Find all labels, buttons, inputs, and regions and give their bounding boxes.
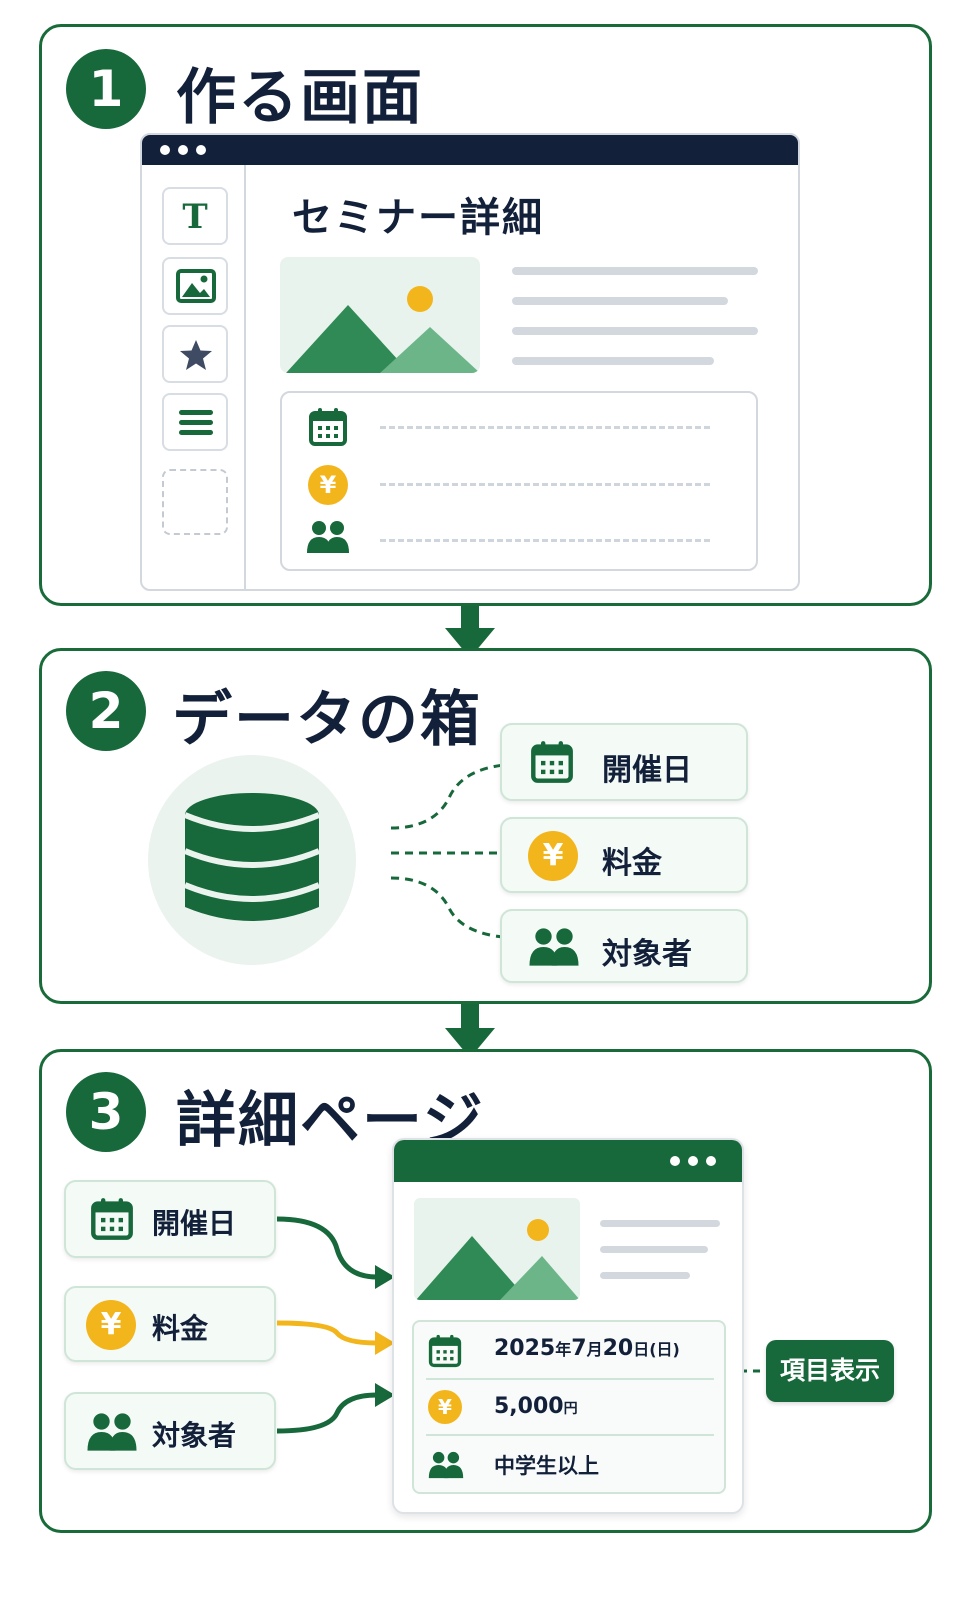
people-icon xyxy=(428,1451,464,1479)
editor-titlebar xyxy=(142,135,798,165)
step2-panel: 2 データの箱 開催日 ¥ 料金 xyxy=(39,648,932,1004)
image-tool-button[interactable] xyxy=(162,257,228,315)
yen-icon: ¥ xyxy=(308,465,348,505)
field-chip-date: 開催日 xyxy=(64,1180,276,1258)
star-icon xyxy=(180,340,212,370)
text-tool-button[interactable]: T xyxy=(162,187,228,245)
step3-number-badge: 3 xyxy=(66,1072,146,1152)
field-chip-audience: 対象者 xyxy=(500,909,748,983)
text-placeholder-line xyxy=(512,327,758,335)
detail-audience-value: 中学生以上 xyxy=(494,1454,599,1478)
window-dot xyxy=(706,1156,716,1166)
step1-panel: 1 作る画面 T xyxy=(39,24,932,606)
detail-page-window: 2025年7月20日(日) ¥ 5,000円 中学生以上 xyxy=(392,1138,744,1514)
step2-number-badge: 2 xyxy=(66,671,146,751)
date-weekday: (日) xyxy=(649,1340,680,1359)
field-label: 対象者 xyxy=(152,1419,237,1452)
step3-panel: 3 詳細ページ 開催日 ¥ 料金 対象者 xyxy=(39,1049,932,1533)
date-month-unit: 月 xyxy=(586,1340,603,1359)
calendar-icon xyxy=(531,741,573,783)
window-dot xyxy=(160,145,170,155)
field-placeholder-line xyxy=(380,483,710,486)
text-placeholder-line xyxy=(600,1220,720,1227)
field-chip-price: ¥ 料金 xyxy=(500,817,748,893)
mountain-image-icon xyxy=(286,286,480,373)
text-placeholder-line xyxy=(512,267,758,275)
field-label: 対象者 xyxy=(602,937,692,972)
people-icon xyxy=(87,1413,137,1451)
calendar-icon xyxy=(428,1334,462,1368)
date-day: 20 xyxy=(602,1336,634,1361)
hero-image-placeholder xyxy=(414,1198,580,1300)
mountain-image-icon xyxy=(416,1219,580,1300)
detail-price-value: 5,000円 xyxy=(494,1394,578,1419)
field-chip-audience: 対象者 xyxy=(64,1392,276,1470)
editor-sidebar: T xyxy=(142,165,246,589)
detail-titlebar xyxy=(394,1140,742,1182)
field-chip-price: ¥ 料金 xyxy=(64,1286,276,1362)
date-year-unit: 年 xyxy=(555,1340,572,1359)
date-year: 2025 xyxy=(494,1336,556,1361)
date-month: 7 xyxy=(571,1336,587,1361)
text-tool-icon: T xyxy=(182,197,208,237)
empty-tool-slot[interactable] xyxy=(162,469,228,535)
detail-divider xyxy=(426,1378,714,1380)
window-dot xyxy=(670,1156,680,1166)
yen-icon: ¥ xyxy=(86,1300,136,1350)
text-placeholder-line xyxy=(600,1272,690,1279)
field-placeholder-line xyxy=(380,539,710,542)
window-dot xyxy=(196,145,206,155)
yen-icon: ¥ xyxy=(528,831,578,881)
field-label: 料金 xyxy=(602,846,662,881)
star-tool-button[interactable] xyxy=(162,325,228,383)
detail-date-value: 2025年7月20日(日) xyxy=(494,1336,680,1361)
field-placeholder-card: ¥ xyxy=(280,391,758,571)
people-icon xyxy=(307,521,349,553)
calendar-icon xyxy=(91,1198,133,1240)
yen-icon: ¥ xyxy=(428,1390,462,1424)
text-placeholder-line xyxy=(600,1246,708,1253)
price-unit: 円 xyxy=(563,1401,578,1417)
people-icon xyxy=(529,928,579,966)
field-chip-date: 開催日 xyxy=(500,723,748,801)
hero-image-placeholder xyxy=(280,257,480,373)
field-label: 開催日 xyxy=(152,1207,237,1240)
text-placeholder-line xyxy=(512,297,728,305)
window-dot xyxy=(688,1156,698,1166)
image-icon xyxy=(176,269,216,303)
connector-lines xyxy=(390,757,530,945)
calendar-icon xyxy=(309,408,347,446)
database-icon xyxy=(183,793,321,921)
date-day-unit: 日 xyxy=(633,1340,650,1359)
step2-title: データの箱 xyxy=(172,685,482,755)
list-icon xyxy=(179,410,213,435)
detail-info-card: 2025年7月20日(日) ¥ 5,000円 中学生以上 xyxy=(412,1320,726,1494)
field-label: 開催日 xyxy=(602,753,692,788)
field-label: 料金 xyxy=(152,1312,209,1345)
detail-divider xyxy=(426,1434,714,1436)
field-display-badge: 項目表示 xyxy=(766,1340,894,1402)
flow-arrow xyxy=(461,1004,479,1030)
editor-window: T xyxy=(140,133,800,591)
database-circle xyxy=(148,755,356,965)
field-placeholder-line xyxy=(380,426,710,429)
step1-number-badge: 1 xyxy=(66,49,146,129)
price-number: 5,000 xyxy=(494,1394,564,1419)
step1-title: 作る画面 xyxy=(176,63,424,133)
text-placeholder-line xyxy=(512,357,714,365)
window-dot xyxy=(178,145,188,155)
editor-page-heading: セミナー詳細 xyxy=(292,195,544,241)
list-tool-button[interactable] xyxy=(162,393,228,451)
flow-arrow xyxy=(461,606,479,630)
